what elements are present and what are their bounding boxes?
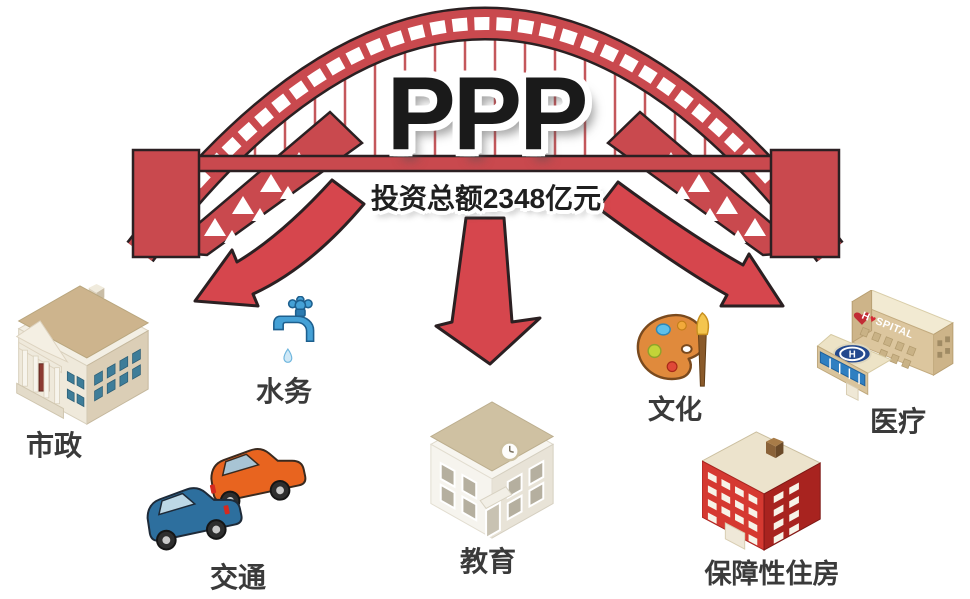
blue-car: [146, 487, 243, 551]
helipad-icon: H: [832, 343, 872, 365]
cars-icon: [146, 448, 307, 551]
faucet-icon: [273, 296, 315, 363]
orange-car: [209, 448, 307, 512]
palette-brush-icon: [636, 311, 710, 387]
brush-handle: [697, 332, 707, 387]
sector-label-education: 教育: [459, 546, 516, 577]
left-abutment: [131, 148, 201, 259]
hospital-building-icon: H♥SPITAL H: [816, 290, 954, 402]
sector-label-transport: 交通: [209, 562, 266, 593]
heart-icon: [853, 312, 870, 325]
sector-label-medical: 医疗: [869, 406, 926, 437]
right-abutment: [769, 148, 841, 259]
arrow-left-icon: [193, 178, 366, 308]
page-title: PPP: [386, 56, 588, 172]
school-building-icon: [429, 401, 555, 540]
brush-tip: [696, 311, 710, 336]
apartment-building-icon: [702, 431, 822, 551]
investment-total-text: 投资总额2348亿元: [370, 183, 602, 214]
sector-label-housing: 保障性住房: [704, 559, 840, 589]
truss-arch: [126, 6, 844, 263]
arrow-right-icon: [596, 180, 785, 308]
water-drop: [283, 348, 293, 363]
svg-text:H: H: [849, 350, 856, 361]
sector-label-municipal: 市政: [25, 430, 82, 461]
sector-label-water: 水务: [255, 376, 312, 407]
arrow-down-icon: [434, 216, 542, 366]
sector-label-culture: 文化: [648, 395, 702, 425]
government-building-icon: [15, 283, 150, 425]
